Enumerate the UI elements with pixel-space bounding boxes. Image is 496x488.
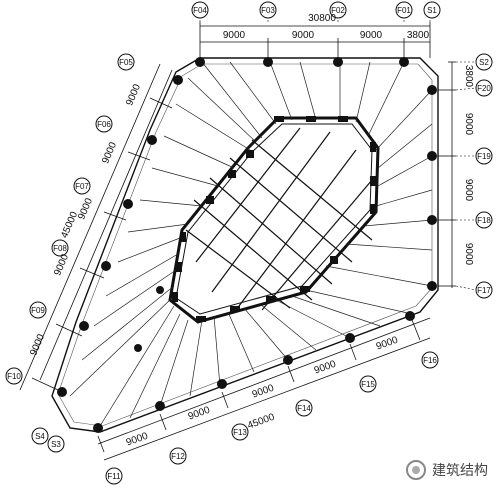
dim-bottom-span: 9000 <box>125 431 150 449</box>
axis-bubble-top-4: S1 <box>423 1 441 19</box>
dim-right-span: 9000 <box>463 179 474 202</box>
axis-bubble-corner-1: S3 <box>47 435 65 453</box>
axis-label: F07 <box>75 182 89 191</box>
axis-label: F10 <box>7 372 21 381</box>
dim-right-span: 3800 <box>463 65 474 88</box>
dim-right-span: 9000 <box>463 243 474 266</box>
axis-label: F05 <box>119 58 133 67</box>
axis-bubble-left-1: F06 <box>95 115 113 133</box>
watermark: 建筑结构 <box>406 460 488 480</box>
axis-label: S4 <box>35 432 45 441</box>
axis-bubble-top-3: F01 <box>395 1 413 19</box>
dim-left-span: 9000 <box>52 252 71 277</box>
axis-label: F13 <box>233 428 247 437</box>
core-wall <box>168 116 380 324</box>
dim-bottom-total: 45000 <box>246 412 276 432</box>
dim-bottom-span: 9000 <box>251 383 276 401</box>
axis-label: F15 <box>361 380 375 389</box>
axis-bubble-bottom-0: F11 <box>105 467 123 485</box>
axis-label: S1 <box>427 6 437 15</box>
axis-label: S2 <box>479 58 489 67</box>
dim-top-span: 9000 <box>292 30 315 41</box>
axis-label: F03 <box>261 6 275 15</box>
axis-bubble-bottom-4: F15 <box>359 375 377 393</box>
axis-bubble-right-3: F18 <box>475 211 493 229</box>
axis-label: F17 <box>477 286 491 295</box>
dimension-lines <box>19 22 456 461</box>
axis-label: F08 <box>53 244 67 253</box>
dim-left-span: 9000 <box>76 196 95 221</box>
axis-label: F19 <box>477 152 491 161</box>
axis-bubble-left-0: F05 <box>117 53 135 71</box>
core-columns <box>172 116 376 322</box>
axis-bubble-bottom-1: F12 <box>169 447 187 465</box>
axis-bubble-top-2: F02 <box>329 1 347 19</box>
axis-bubble-corner-0: S4 <box>31 427 49 445</box>
axis-bubble-right-0: S2 <box>475 53 493 71</box>
axis-bubble-top-0: F04 <box>191 1 209 19</box>
dim-left-span: 9000 <box>28 332 47 357</box>
axis-bubble-left-3: F08 <box>51 239 69 257</box>
axis-label: S3 <box>51 440 61 449</box>
axis-label: F11 <box>107 472 121 481</box>
core-grid <box>185 127 373 311</box>
dim-right-span: 9000 <box>463 113 474 136</box>
slab-outline-inner <box>57 63 433 427</box>
axis-bubble-top-1: F03 <box>259 1 277 19</box>
axis-label: F16 <box>423 356 437 365</box>
axis-bubble-right-4: F17 <box>475 281 493 299</box>
axis-label: F06 <box>97 120 111 129</box>
axis-bubble-right-2: F19 <box>475 147 493 165</box>
floor-beams <box>69 61 433 427</box>
dim-top-span: 9000 <box>223 30 246 41</box>
axis-bubble-left-4: F09 <box>29 301 47 319</box>
axis-bubble-left-5: F10 <box>5 367 23 385</box>
axis-label: F18 <box>477 216 491 225</box>
axis-bubble-right-5: F16 <box>421 351 439 369</box>
axis-label: F14 <box>297 404 311 413</box>
dim-top-span: 3800 <box>407 30 430 41</box>
dim-bottom-span: 9000 <box>187 405 212 423</box>
perimeter-columns <box>57 57 437 433</box>
dim-top-span: 9000 <box>360 30 383 41</box>
axis-label: F12 <box>171 452 185 461</box>
slab-outline <box>51 57 439 433</box>
axis-bubble-bottom-2: F13 <box>231 423 249 441</box>
axis-label: F01 <box>397 6 411 15</box>
watermark-text: 建筑结构 <box>432 463 488 479</box>
axis-bubble-right-1: F20 <box>475 79 493 97</box>
axis-label: F04 <box>193 6 207 15</box>
axis-label: F09 <box>31 306 45 315</box>
axis-bubble-bottom-3: F14 <box>295 399 313 417</box>
wechat-icon <box>406 460 426 480</box>
dim-top-total: 30800 <box>308 13 336 24</box>
axis-label: F02 <box>331 6 345 15</box>
axis-label: F20 <box>477 84 491 93</box>
dim-left-span: 9000 <box>124 82 143 107</box>
axis-bubble-left-2: F07 <box>73 177 91 195</box>
dim-left-span: 9000 <box>100 140 119 165</box>
core-wall-inner <box>175 123 373 315</box>
